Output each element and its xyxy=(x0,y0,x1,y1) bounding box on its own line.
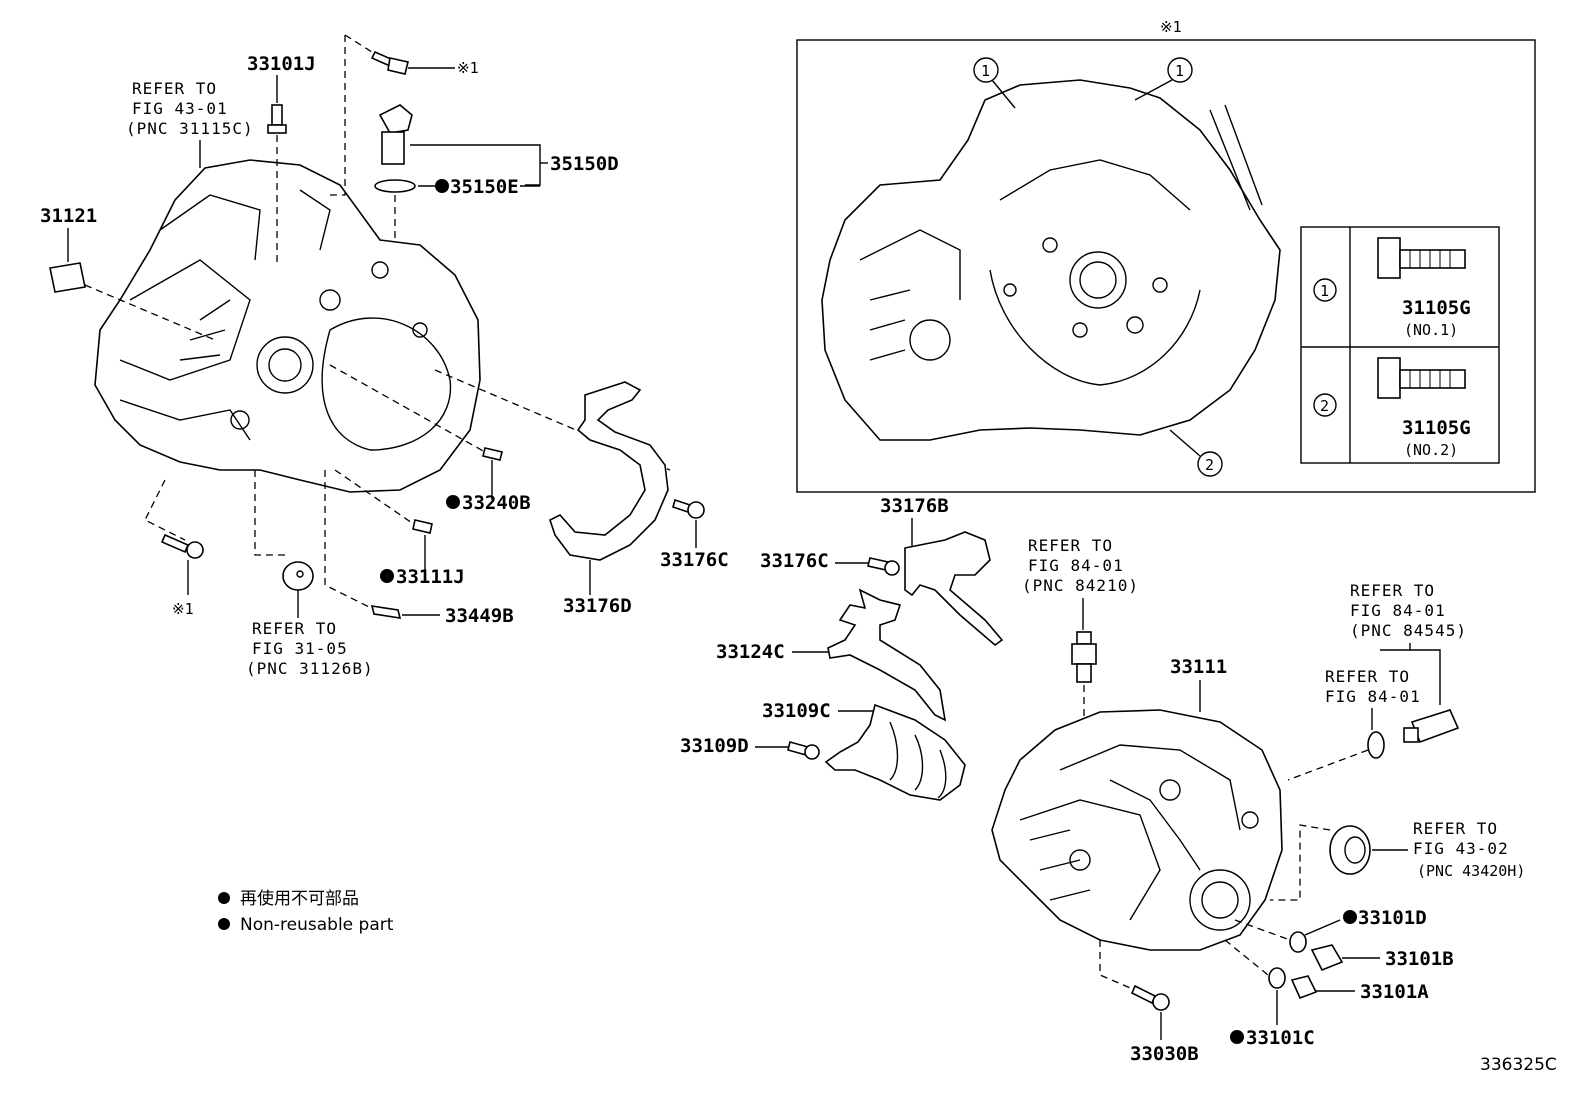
transmission-case-right xyxy=(991,709,1283,951)
label-33176C-left: 33176C xyxy=(660,549,729,571)
sensor-35150D xyxy=(378,104,413,165)
callout-2: 2 xyxy=(1205,456,1214,474)
bolt-31105G-no2-shank xyxy=(1399,369,1466,389)
label-33449B: 33449B xyxy=(445,605,514,627)
diagram-id: 336325C xyxy=(1480,1055,1557,1075)
switch-84545 xyxy=(1410,709,1460,744)
bracket-33176B xyxy=(904,531,1004,647)
refer-fig-84-01-b-line1: REFER TO xyxy=(1350,581,1435,600)
inset-box xyxy=(796,39,1536,493)
refer-fig-43-01-line3: (PNC 31115C) xyxy=(126,119,254,138)
bracket-33124C xyxy=(827,588,947,722)
bolt-table: 1 2 31105G (NO.1) 31105G (NO.2) xyxy=(1300,226,1500,464)
label-33109C: 33109C xyxy=(762,700,831,722)
refer-fig-84-01-c-line2: FIG 84-01 xyxy=(1325,687,1421,706)
label-33124C: 33124C xyxy=(716,641,785,663)
gasket-33101C xyxy=(1268,967,1286,989)
legend-dot-en xyxy=(218,918,230,930)
bolt-33030B xyxy=(1130,984,1157,1005)
bolt-31105G-no2-head xyxy=(1377,357,1401,399)
plug-33101B xyxy=(1310,944,1344,972)
refer-fig-43-02-line2: FIG 43-02 xyxy=(1413,839,1509,858)
nonreusable-dot-33101D xyxy=(1343,910,1357,924)
label-33176C-right: 33176C xyxy=(760,550,829,572)
bolt-bottom-left xyxy=(160,533,190,554)
label-33101C: 33101C xyxy=(1246,1027,1315,1049)
label-31105G-no2: 31105G xyxy=(1402,417,1471,439)
shield-33176D xyxy=(549,381,669,561)
bolt-31105G-no1-head xyxy=(1377,237,1401,279)
label-33240B: 33240B xyxy=(462,492,531,514)
nonreusable-dot-33111J xyxy=(380,569,394,583)
refer-fig-43-01-line1: REFER TO xyxy=(132,79,217,98)
oring-35150E xyxy=(374,179,416,193)
breather-plug-33101J xyxy=(267,104,287,265)
label-31105G-no1: 31105G xyxy=(1402,297,1471,319)
label-33101A: 33101A xyxy=(1360,981,1429,1003)
legend-dot-jp xyxy=(218,892,230,904)
label-33101D: 33101D xyxy=(1358,907,1427,929)
label-33030B: 33030B xyxy=(1130,1043,1199,1065)
refer-fig-43-02-line1: REFER TO xyxy=(1413,819,1498,838)
callout-1-b: 1 xyxy=(1175,62,1184,80)
transmission-case-left xyxy=(94,159,481,493)
label-33176D: 33176D xyxy=(563,595,632,617)
gasket-84545 xyxy=(1367,731,1385,759)
table-callout-1: 1 xyxy=(1320,282,1329,300)
bolt-33176C-left xyxy=(687,501,705,519)
gasket-33101D xyxy=(1289,931,1307,953)
pin-33240B xyxy=(482,447,503,461)
switch-84210 xyxy=(1071,631,1097,683)
refer-fig-31-05-line3: (PNC 31126B) xyxy=(246,659,374,678)
nonreusable-dot-33240B xyxy=(446,495,460,509)
nonreusable-dot-33101C xyxy=(1230,1030,1244,1044)
label-33101B: 33101B xyxy=(1385,948,1454,970)
refer-fig-84-01-a-line2: FIG 84-01 xyxy=(1028,556,1124,575)
mark-1-bottom: ※1 xyxy=(172,600,194,618)
nonreusable-dot-35150E xyxy=(435,179,449,193)
refer-fig-31-05-line2: FIG 31-05 xyxy=(252,639,348,658)
transmission-case-inset xyxy=(821,79,1281,441)
pin-33111J xyxy=(412,519,433,534)
plug-33101A xyxy=(1290,975,1318,1000)
refer-fig-84-01-c-line1: REFER TO xyxy=(1325,667,1410,686)
refer-fig-43-01-line2: FIG 43-01 xyxy=(132,99,228,118)
bolt-31105G-no1-shank xyxy=(1399,249,1466,269)
label-33101J: 33101J xyxy=(247,53,316,75)
mark-1-top: ※1 xyxy=(457,59,479,77)
refer-fig-84-01-b-line3: (PNC 84545) xyxy=(1350,621,1467,640)
legend-en: Non-reusable part xyxy=(240,915,394,935)
oil-seal-43420H xyxy=(1329,825,1371,875)
label-35150D: 35150D xyxy=(550,153,619,175)
refer-fig-84-01-a-line1: REFER TO xyxy=(1028,536,1113,555)
label-33111J: 33111J xyxy=(396,566,465,588)
bolt-top xyxy=(370,50,409,75)
dowel-31121 xyxy=(49,262,86,293)
label-no2: (NO.2) xyxy=(1404,441,1458,459)
mark-1-box: ※1 xyxy=(1160,18,1182,36)
refer-fig-31-05-line1: REFER TO xyxy=(252,619,337,638)
legend-jp: 再使用不可部品 xyxy=(240,888,359,909)
plate-33449B xyxy=(370,605,402,619)
label-35150E: 35150E xyxy=(450,176,519,198)
refer-fig-84-01-b-line2: FIG 84-01 xyxy=(1350,601,1446,620)
label-31121: 31121 xyxy=(40,205,97,227)
refer-fig-84-01-a-line3: (PNC 84210) xyxy=(1022,576,1139,595)
label-no1: (NO.1) xyxy=(1404,321,1458,339)
label-33109D: 33109D xyxy=(680,735,749,757)
label-33111: 33111 xyxy=(1170,656,1227,678)
refer-fig-43-02-line3: (PNC 43420H) xyxy=(1417,862,1525,880)
label-33176B: 33176B xyxy=(880,495,949,517)
callout-1-a: 1 xyxy=(981,62,990,80)
table-callout-2: 2 xyxy=(1320,397,1329,415)
cover-33109C xyxy=(824,703,966,801)
